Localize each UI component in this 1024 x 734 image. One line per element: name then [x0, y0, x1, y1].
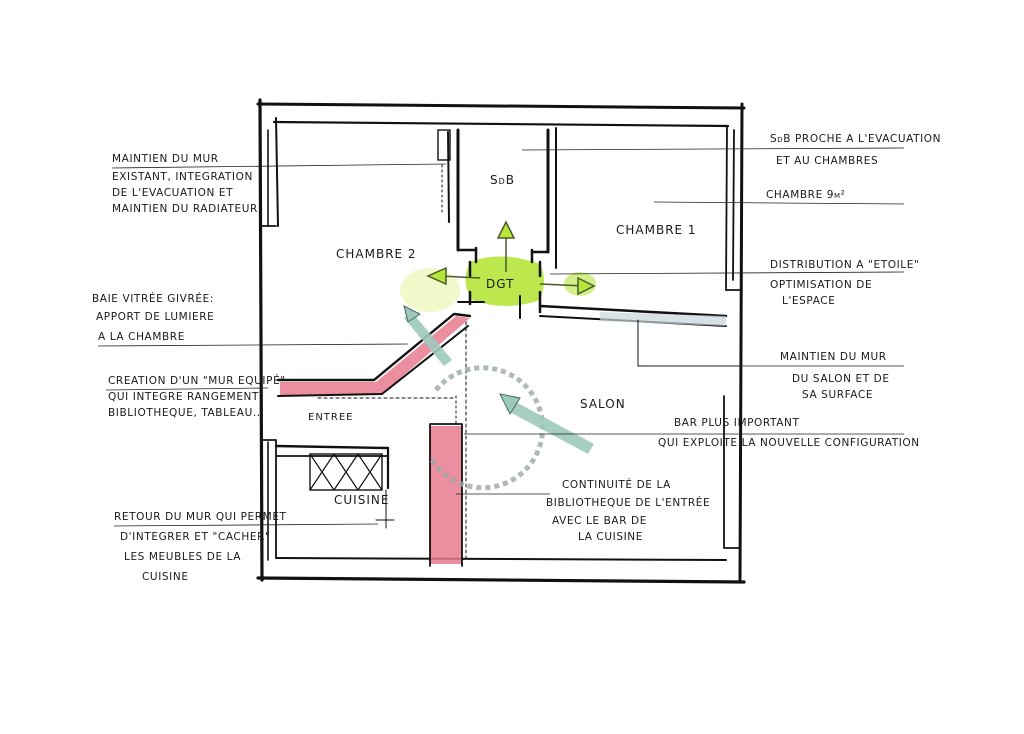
room-label-dgt: DGT [486, 277, 514, 291]
note-right-3-line-3: L'ESPACE [782, 295, 835, 307]
room-label-sdb: SdB [490, 173, 515, 187]
note-left-4-line-3: LES MEUBLES DE LA [124, 551, 241, 563]
circulation-circle [429, 365, 546, 491]
room-label-salon: SALON [580, 397, 626, 411]
note-left-3-line-1: CREATION D'UN "MUR EQUIPÉ" [108, 374, 286, 387]
leader-lines [97, 147, 905, 527]
kitchen-bar [429, 395, 463, 567]
note-left-1-line-4: MAINTIEN DU RADIATEUR [112, 203, 258, 215]
bathroom-walls [437, 127, 557, 269]
note-right-1-line-2: ET AU CHAMBRES [776, 155, 878, 167]
light-arrows [403, 305, 594, 454]
note-right-3-line-2: OPTIMISATION DE [770, 279, 872, 291]
note-left-4-line-4: CUISINE [142, 571, 189, 583]
note-center-line-2: BIBLIOTHEQUE DE L'ENTRÉE [546, 496, 710, 509]
note-right-1-line-1: SdB PROCHE A L'EVACUATION [770, 133, 941, 145]
note-right-4-line-3: SA SURFACE [802, 389, 873, 401]
note-right-5-line-1: BAR PLUS IMPORTANT [674, 417, 800, 429]
annotation-center: CONTINUITÉ DE LA BIBLIOTHEQUE DE L'ENTRÉ… [546, 478, 710, 543]
note-left-2-line-1: BAIE VITRÉE GIVRÉE: [92, 292, 214, 305]
note-left-3-line-3: BIBLIOTHEQUE, TABLEAU... [108, 407, 265, 419]
note-right-2-line-1: CHAMBRE 9m² [766, 189, 845, 201]
salon-wall [538, 304, 741, 367]
annotations-right: SdB PROCHE A L'EVACUATION ET AU CHAMBRES… [658, 133, 941, 449]
note-left-2-line-2: APPORT DE LUMIERE [96, 311, 214, 323]
room-label-chambre2: CHAMBRE 2 [336, 247, 417, 261]
note-left-1-line-2: EXISTANT, INTEGRATION [112, 171, 253, 183]
note-left-1-line-1: MAINTIEN DU MUR [112, 153, 219, 165]
note-center-line-3: AVEC LE BAR DE [552, 515, 647, 527]
note-left-4-line-1: RETOUR DU MUR QUI PERMET [114, 511, 287, 523]
note-right-5-line-2: QUI EXPLOITE LA NOUVELLE CONFIGURATION [658, 437, 920, 449]
note-right-4-line-2: DU SALON ET DE [792, 373, 890, 385]
distribution-arrows [426, 220, 596, 296]
note-left-1-line-3: DE L'EVACUATION ET [112, 187, 233, 199]
note-center-line-1: CONTINUITÉ DE LA [562, 478, 671, 491]
room-label-entree: ENTREE [308, 412, 354, 423]
room-label-cuisine: CUISINE [334, 493, 389, 507]
note-left-3-line-2: QUI INTEGRE RANGEMENT, [108, 391, 263, 403]
note-right-3-line-1: DISTRIBUTION A "ETOILE" [770, 259, 919, 271]
note-left-2-line-3: A LA CHAMBRE [98, 331, 185, 343]
exterior-walls [256, 98, 746, 584]
kitchen-walls [274, 397, 457, 529]
annotations-left: MAINTIEN DU MUR EXISTANT, INTEGRATION DE… [92, 153, 287, 583]
note-right-4-line-1: MAINTIEN DU MUR [780, 351, 887, 363]
note-left-4-line-2: D'INTEGRER ET "CACHER" [120, 531, 270, 543]
room-labels: SdB CHAMBRE 1 CHAMBRE 2 DGT SALON ENTREE… [308, 173, 697, 507]
room-label-chambre1: CHAMBRE 1 [616, 223, 697, 237]
note-center-line-4: LA CUISINE [578, 531, 643, 543]
